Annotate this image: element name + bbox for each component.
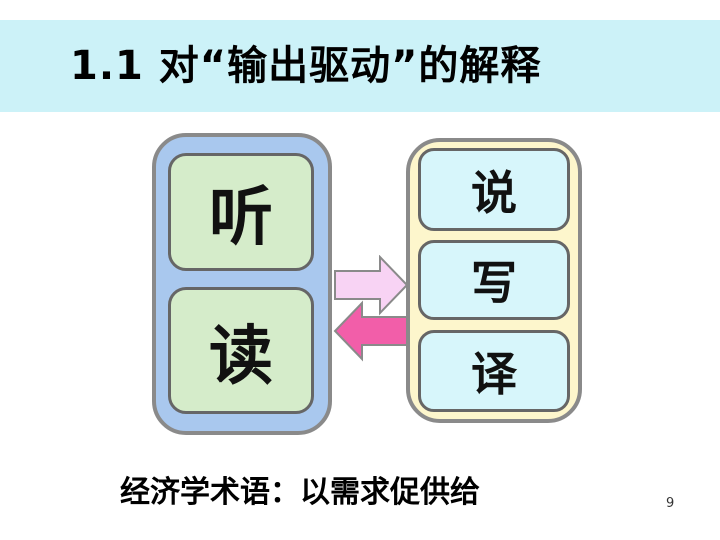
arrow-exchange-icon [333,255,409,362]
skill-translate-box: 译 [418,330,570,412]
slide-title: 1.1 对“输出驱动”的解释 [70,43,542,89]
arrow-forward-icon [334,255,409,316]
title-bar [0,20,720,112]
skill-read-box: 读 [168,287,314,414]
arrow-back-icon [333,300,408,362]
page-number: 9 [666,496,675,511]
skill-write-box: 写 [418,240,570,320]
footer-caption: 经济学术语：以需求促供给 [120,475,480,510]
skill-speak-box: 说 [418,148,570,231]
skill-listen-box: 听 [168,153,314,271]
